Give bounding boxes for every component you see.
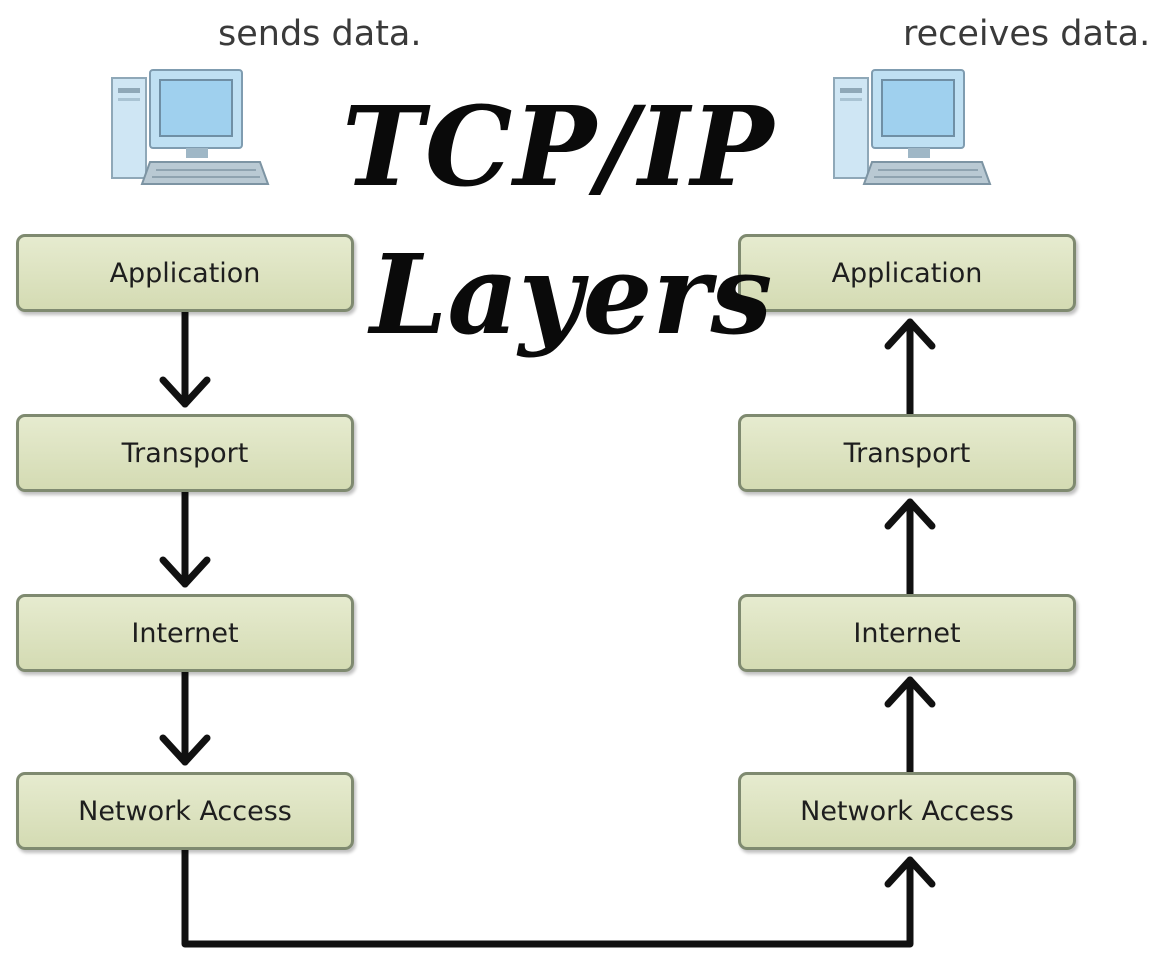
- receiver-transport-layer: Transport: [738, 414, 1076, 492]
- sender-caption: sends data.: [218, 14, 422, 54]
- title-line-1: TCP/IP: [342, 82, 775, 211]
- receiver-computer-icon: [833, 69, 992, 185]
- receiver-network-access-layer: Network Access: [738, 772, 1076, 850]
- receiver-caption: receives data.: [903, 14, 1151, 54]
- arrow-network-link: [181, 846, 914, 948]
- sender-transport-layer: Transport: [16, 414, 354, 492]
- title-line-2: Layers: [370, 230, 773, 359]
- sender-network-access-layer: Network Access: [16, 772, 354, 850]
- receiver-internet-layer: Internet: [738, 594, 1076, 672]
- sender-computer-icon: [111, 69, 270, 185]
- sender-internet-layer: Internet: [16, 594, 354, 672]
- receiver-application-layer: Application: [738, 234, 1076, 312]
- sender-application-layer: Application: [16, 234, 354, 312]
